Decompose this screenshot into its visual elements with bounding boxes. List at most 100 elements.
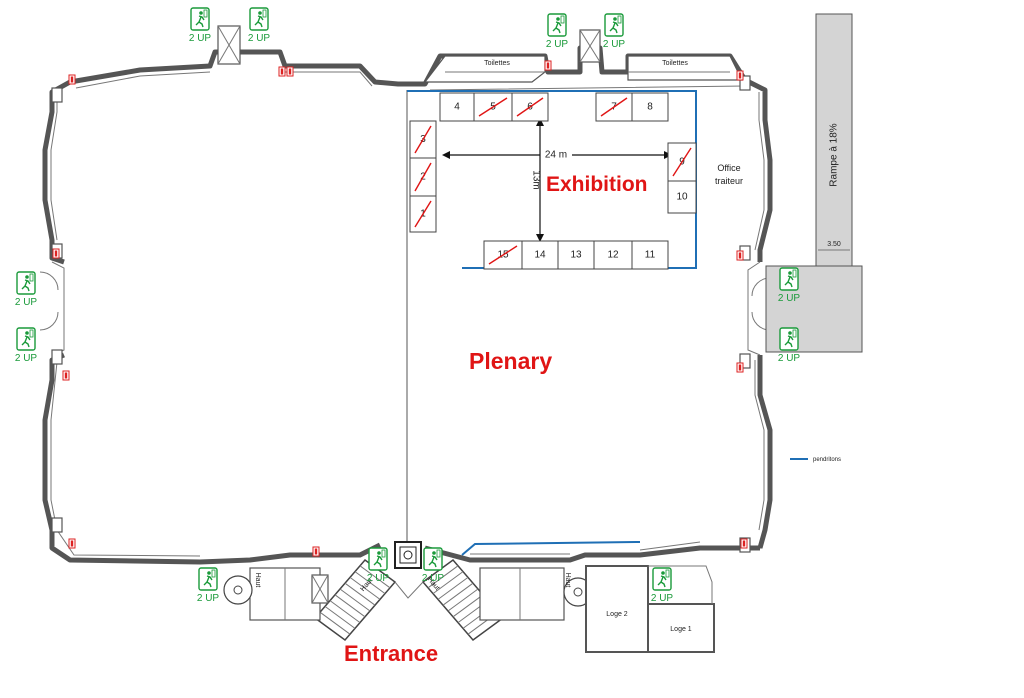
ramp-slope [815,13,853,267]
booth-number: 8 [647,102,653,113]
exit-label: 2 UP [15,297,38,308]
fire-extinguisher-icon [736,362,744,373]
running-man-icon [784,329,797,348]
emergency-exit-sign: 2 UP [603,13,626,50]
booth-12: 12 [593,240,633,270]
fire-extinguisher-icon [52,248,60,259]
central-column [394,541,422,569]
vestibule-top-right [579,29,601,63]
exit-label: 2 UP [603,39,626,50]
booth-10: 10 [667,180,697,214]
running-man-icon [784,269,797,288]
emergency-exits: 2 UP 2 UP 2 UP 2 UP 2 UP 2 UP 2 UP 2 UP 2 UP 2 UP… [15,7,801,604]
emergency-exit-sign: 2 UP [651,567,674,604]
emergency-exit-sign: 2 UP [546,13,569,50]
exit-label: 2 UP [15,353,38,364]
booth-6: 6 [511,92,549,122]
emergency-exit-sign: 2 UP [778,267,801,304]
exit-label: 2 UP [778,353,801,364]
exit-label: 2 UP [367,573,390,584]
booth-cancelled-mark [672,147,692,177]
fire-extinguisher-icon [62,370,70,381]
office-label-1: Office [717,163,740,173]
entrance-title: Entrance [344,641,438,666]
stair-label-spiral-right: Haut [564,573,571,588]
ramp-width-label: 3.50 [827,241,841,248]
booth-cancelled-mark [516,97,544,117]
toilet-block-left: Toilettes [423,55,546,83]
exit-label: 2 UP [422,573,445,584]
booth-15: 15 [483,240,523,270]
toilets-left-label: Toilettes [484,60,510,67]
emergency-exit-sign: 2 UP [248,7,271,44]
legend-pendritons-label: pendritons [813,457,841,463]
exit-label: 2 UP [651,593,674,604]
fire-extinguisher-icon [736,70,744,81]
running-man-icon [254,9,267,28]
loge-1-label: Loge 1 [670,626,692,633]
fire-extinguisher-icon [736,250,744,261]
legend: pendritons [790,457,841,463]
booth-cancelled-mark [478,97,508,117]
exit-label: 2 UP [248,33,271,44]
booth-7: 7 [595,92,633,122]
ramp: Rampe à 18% 3.50 [765,13,863,353]
ramp-label: Rampe à 18% [829,123,840,186]
fire-extinguisher-icon [68,74,76,85]
fire-extinguisher-icon [312,546,320,557]
plenary-title: Plenary [469,348,552,374]
fire-extinguisher-icon [544,60,552,71]
booth-number: 13 [570,250,582,261]
running-man-icon [428,549,441,568]
booth-cancelled-mark [414,162,432,192]
toilets-right-label: Toilettes [662,60,688,67]
booth-cancelled-mark [414,125,432,154]
running-man-icon [609,15,622,34]
width-dimension: 24 m [545,150,567,161]
exit-label: 2 UP [197,593,220,604]
booth-group: 123456789101112131415 [409,92,697,270]
booth-number: 10 [676,192,688,203]
toilet-block-right: Toilettes [627,55,743,81]
exit-label: 2 UP [546,39,569,50]
booth-number: 4 [454,102,460,113]
pendriton-line-entrance [461,541,641,556]
building-walls [39,45,773,565]
booth-8: 8 [631,92,669,122]
fire-extinguisher-icon [278,66,286,77]
emergency-exit-sign: 2 UP [197,567,220,604]
exit-label: 2 UP [189,33,212,44]
running-man-icon [195,9,208,28]
booth-3: 3 [409,120,437,159]
fire-extinguisher-icon [740,538,748,549]
running-man-icon [203,569,216,588]
running-man-icon [21,273,34,292]
booth-number: 11 [645,250,656,261]
fire-equipment [52,60,748,557]
spiral-stair-left [223,575,253,605]
emergency-exit-sign: 2 UP [778,327,801,364]
running-man-icon [21,329,34,348]
emergency-exit-sign: 2 UP [422,547,445,584]
office-label-2: traiteur [715,176,743,186]
booth-cancelled-mark [600,97,628,117]
booth-9: 9 [667,142,697,182]
loge-2-label: Loge 2 [606,611,628,618]
loge-2-room [585,565,649,653]
booth-2: 2 [409,157,437,197]
fire-extinguisher-icon [68,538,76,549]
fire-extinguisher-icon [286,66,294,77]
booth-number: 14 [534,250,546,261]
exit-label: 2 UP [778,293,801,304]
booth-14: 14 [521,240,559,270]
height-dimension: 13m [531,170,542,189]
running-man-icon [373,549,386,568]
emergency-exit-sign: 2 UP [189,7,212,44]
loge-1-room [647,603,715,653]
emergency-exit-sign: 2 UP [15,271,38,308]
booth-11: 11 [631,240,669,270]
running-man-icon [657,569,670,588]
booth-cancelled-mark [488,245,518,265]
stair-label-spiral-left: Haut [254,573,261,588]
emergency-exit-sign: 2 UP [367,547,390,584]
